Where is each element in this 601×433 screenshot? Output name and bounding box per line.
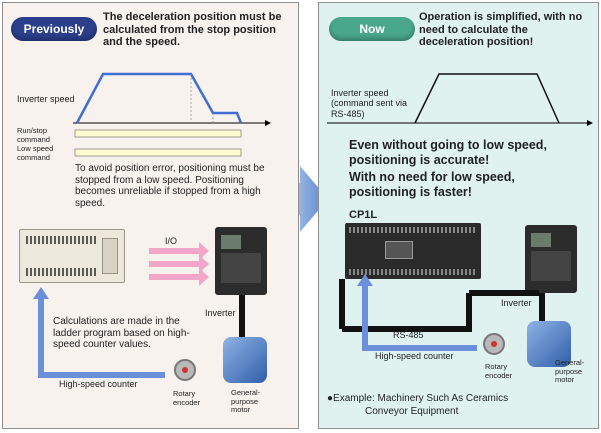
now-panel: Now Operation is simplified, with no nee… [318,2,599,429]
now-badge: Now [329,17,415,41]
motor-previous [223,337,267,383]
motor-now [527,321,571,367]
inverter-label-previous: Inverter [205,308,236,318]
run-stop-command-label: Run/stop command [17,126,50,144]
previously-panel: Previously The deceleration position mus… [2,2,299,429]
inverter-device-previous [215,227,267,295]
speed-profile-chart-previous [73,72,271,157]
high-speed-counter-label-now: High-speed counter [375,351,454,361]
io-arrows [149,242,209,286]
previously-badge: Previously [11,17,97,41]
inverter-device-now [525,225,577,293]
speed-message: With no need for low speed, positioning … [349,170,515,199]
example-line-2: Conveyor Equipment [365,406,459,417]
inverter-label-now: Inverter [501,298,532,308]
rotary-encoder-previous [174,359,196,381]
io-label: I/O [165,236,178,246]
motor-label-now: General-purpose motor [555,358,585,385]
motor-label-previous: General-purpose motor [231,388,261,415]
rotary-encoder-label-now: Rotary encoder [485,362,513,380]
example-line-1: ●Example: Machinery Such As Ceramics [327,393,509,404]
rotary-encoder-now [483,333,505,355]
ladder-calculation-note: Calculations are made in the ladder prog… [53,316,190,350]
speed-profile-chart-now [327,73,593,126]
high-speed-counter-label-previous: High-speed counter [59,379,138,389]
accuracy-message: Even without going to low speed, positio… [349,138,547,167]
cp1l-plc-unit [345,223,481,279]
inverter-speed-label: Inverter speed [17,94,75,104]
low-speed-note: To avoid position error, positioning mus… [75,163,265,209]
rotary-encoder-label-previous: Rotary encoder [173,389,201,407]
rs485-label: RS-485 [393,330,424,340]
cabling-now [339,274,545,351]
inverter-speed-rs485-label: Inverter speed (command sent via RS-485) [331,88,408,119]
previously-headline: The deceleration position must be calcul… [103,11,282,49]
plc-unit-previous [19,229,125,283]
cabling-previous [33,287,245,378]
cp1l-label: CP1L [349,209,378,221]
low-speed-command-label: Low speed command [17,144,54,162]
now-headline: Operation is simplified, with no need to… [419,11,583,49]
